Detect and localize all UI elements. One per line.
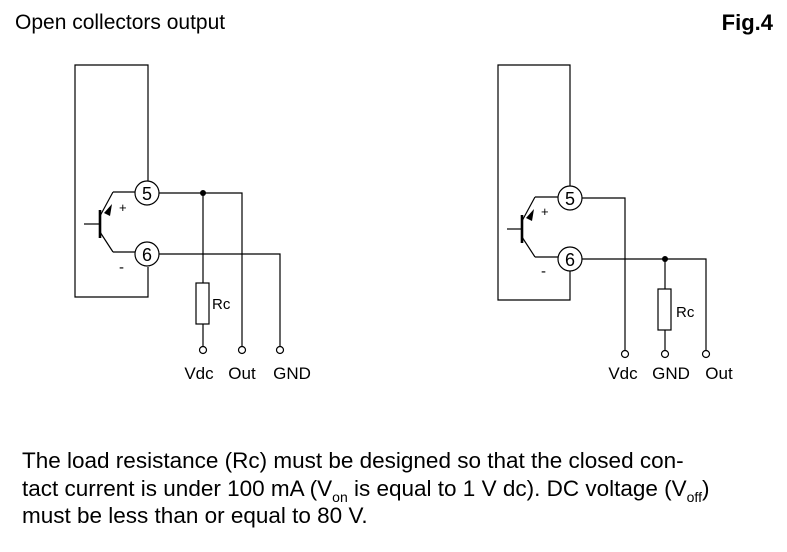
terminal-vdc [620,349,630,359]
terminal-vdc [198,345,208,355]
transistor-symbol [84,191,135,253]
terminal-gnd [660,349,670,359]
terminal-5-label: 5 [565,189,575,209]
label-vdc: Vdc [608,364,638,383]
desc-part1: The load resistance (Rc) must be designe… [22,448,684,473]
desc-sub-on: on [332,488,348,505]
resistor [657,288,672,331]
diagram-title: Open collectors output [15,11,226,34]
minus-sign: - [119,259,124,276]
wire-5 [159,192,243,346]
device-box [497,64,571,301]
device-box [74,64,149,298]
terminal-6-label: 6 [142,245,152,265]
label-out: Out [228,364,256,383]
wire-6 [159,253,281,346]
terminal-6-label: 6 [565,250,575,270]
plus-sign: + [119,200,127,215]
desc-part3: is equal to 1 V dc). DC voltage (V [347,475,687,501]
wire-6 [582,258,707,350]
desc-part5: must be less than or equal to 80 V. [22,503,368,528]
desc-part2: tact current is under 100 mA (V [22,475,333,501]
terminal-gnd [275,345,285,355]
resistor [195,282,210,325]
transistor-symbol [507,196,558,258]
desc-part4: ) [701,475,710,501]
figure-label: Fig.4 [721,10,773,35]
desc-sub-off: off [686,488,702,505]
description-text: The load resistance (Rc) must be designe… [22,447,774,530]
wire-5 [582,197,626,350]
label-out: Out [705,364,733,383]
terminal-5-label: 5 [142,184,152,204]
resistor-label: Rc [676,304,695,321]
wiring-diagrams: + - 5 6 Rc Vdc Out GND + [74,64,733,383]
resistor-label: Rc [212,296,231,313]
minus-sign: - [541,263,546,280]
label-vdc: Vdc [184,364,214,383]
label-gnd: GND [273,364,311,383]
plus-sign: + [541,204,549,219]
circuit-right: + - 5 6 Rc Vdc GND Out [497,64,733,383]
terminal-out [237,345,247,355]
circuit-left: + - 5 6 Rc Vdc Out GND [74,64,311,383]
terminal-out [701,349,711,359]
label-gnd: GND [652,364,690,383]
